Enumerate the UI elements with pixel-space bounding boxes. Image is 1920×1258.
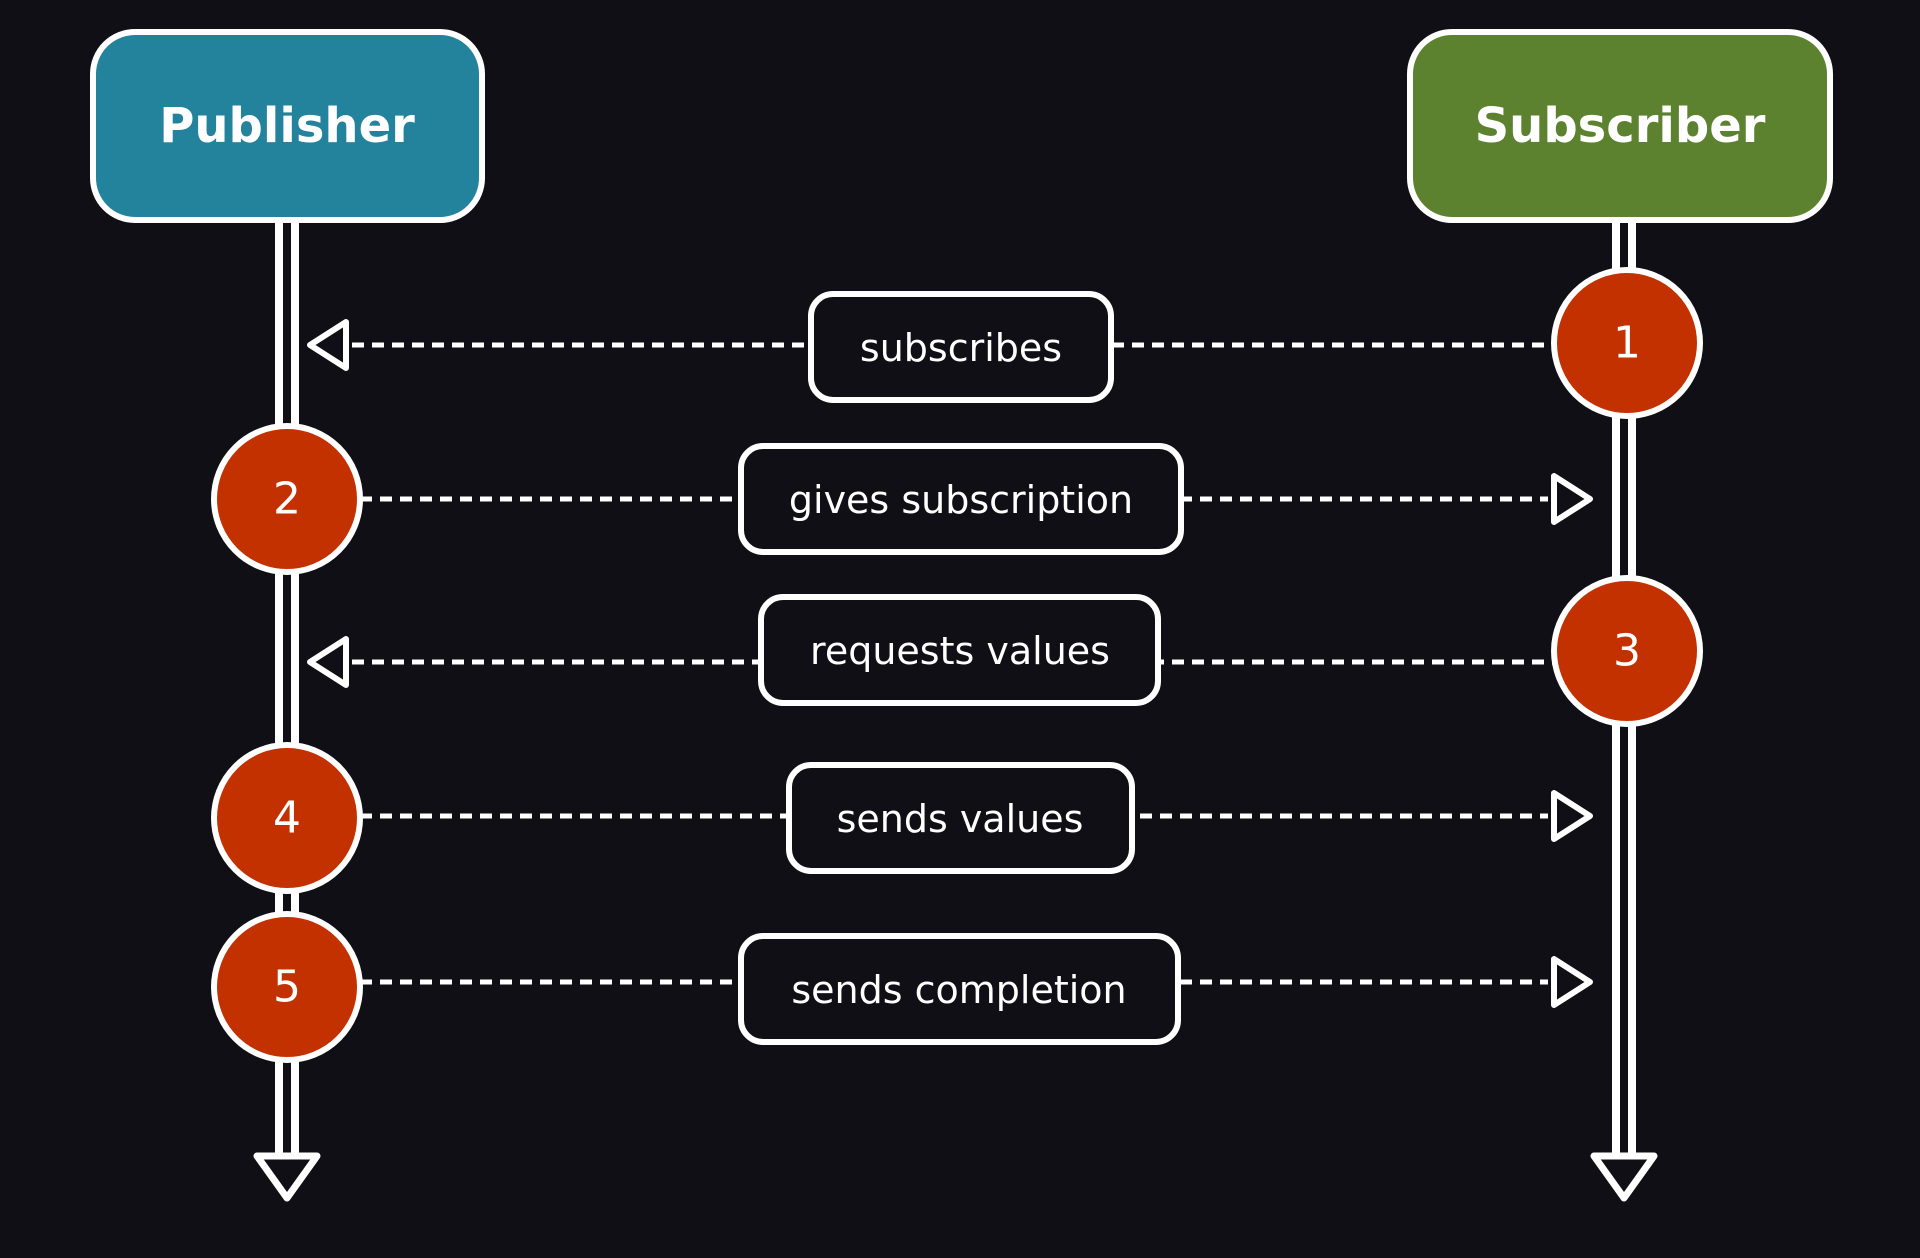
arrowhead-left-icon (307, 636, 349, 688)
subscriber-actor: Subscriber (1407, 29, 1833, 223)
message-label: gives subscription (789, 478, 1133, 522)
step-badge: 3 (1613, 626, 1641, 677)
message-4: sends values 4 (211, 742, 1593, 894)
message-label: sends values (837, 797, 1084, 841)
publisher-lifeline-arrow-icon (253, 1152, 321, 1202)
message-label: requests values (810, 629, 1110, 673)
step-badge: 4 (273, 793, 301, 844)
message-2: gives subscription 2 (211, 423, 1593, 575)
arrowhead-right-icon (1551, 790, 1593, 842)
publisher-actor: Publisher (90, 29, 485, 223)
arrowhead-left-icon (307, 319, 349, 371)
step-badge: 5 (273, 962, 301, 1013)
message-1: subscribes 1 (307, 267, 1703, 419)
step-badge: 2 (273, 474, 301, 525)
message-label: sends completion (791, 968, 1126, 1012)
arrowhead-right-icon (1551, 473, 1593, 525)
message-5: sends completion 5 (211, 911, 1593, 1063)
subscriber-label: Subscriber (1475, 98, 1766, 154)
message-3: requests values 3 (307, 575, 1703, 727)
arrowhead-right-icon (1551, 956, 1593, 1008)
message-label: subscribes (860, 326, 1062, 370)
step-badge: 1 (1613, 318, 1641, 369)
subscriber-lifeline-arrow-icon (1590, 1152, 1658, 1202)
publisher-label: Publisher (159, 98, 415, 154)
